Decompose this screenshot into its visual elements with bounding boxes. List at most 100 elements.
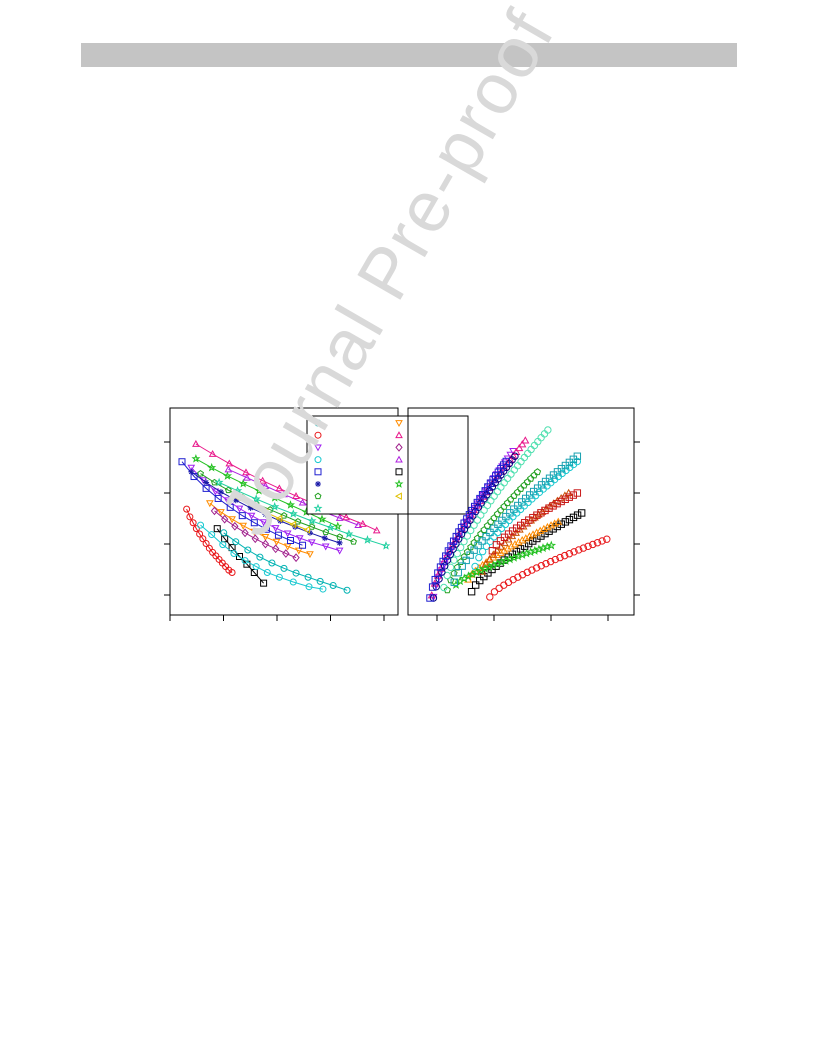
left-series-15 xyxy=(233,493,311,534)
legend-marker-6 xyxy=(395,443,403,452)
data-point xyxy=(503,499,512,507)
data-point xyxy=(303,525,311,534)
data-point xyxy=(520,542,529,550)
data-point xyxy=(478,547,487,556)
right-series-7 xyxy=(443,468,542,594)
data-point xyxy=(598,537,606,545)
left-series-6 xyxy=(210,506,300,563)
data-point xyxy=(545,504,553,512)
data-point xyxy=(528,530,538,538)
data-point xyxy=(202,539,210,547)
data-point xyxy=(487,517,495,525)
left-plot-panel xyxy=(164,407,469,621)
data-point xyxy=(208,450,217,457)
right-axis-ticks xyxy=(436,441,640,621)
data-point xyxy=(530,441,539,450)
data-point xyxy=(480,506,488,514)
legend xyxy=(306,415,469,515)
data-point xyxy=(460,519,468,527)
data-point xyxy=(541,506,549,515)
data-point xyxy=(557,497,565,506)
data-point xyxy=(280,490,288,498)
data-point xyxy=(474,541,482,550)
data-point xyxy=(450,569,458,577)
left-series-8 xyxy=(178,458,307,549)
data-point xyxy=(575,546,583,554)
data-point xyxy=(242,468,250,476)
right-series-5 xyxy=(471,457,582,571)
data-point xyxy=(573,452,582,460)
data-point xyxy=(533,511,541,519)
data-point xyxy=(191,454,201,463)
data-point xyxy=(259,519,268,527)
data-point xyxy=(223,497,232,505)
series-line xyxy=(223,532,348,591)
data-point xyxy=(504,535,513,543)
series-line xyxy=(195,458,339,527)
data-point xyxy=(354,521,363,529)
data-point xyxy=(251,534,259,544)
data-point xyxy=(493,487,502,496)
data-point xyxy=(471,502,479,511)
data-point xyxy=(565,550,574,558)
data-point xyxy=(546,540,557,550)
data-point xyxy=(457,523,466,532)
data-point xyxy=(350,538,357,545)
data-point xyxy=(192,439,200,447)
data-point xyxy=(503,474,512,483)
data-point xyxy=(219,541,227,549)
data-point xyxy=(321,543,330,551)
data-point xyxy=(241,528,249,538)
data-point xyxy=(478,490,487,499)
data-point xyxy=(261,539,270,549)
legend-marker-2 xyxy=(395,420,403,428)
legend-marker-1 xyxy=(314,419,322,427)
data-point xyxy=(468,506,476,515)
data-point xyxy=(486,593,494,601)
data-point xyxy=(542,559,550,568)
data-point xyxy=(342,513,350,521)
right-series-1 xyxy=(486,535,611,601)
data-point xyxy=(484,483,492,491)
data-point xyxy=(183,505,191,513)
data-point xyxy=(241,557,249,565)
data-point xyxy=(500,581,508,589)
data-point xyxy=(199,535,207,543)
data-point xyxy=(258,476,267,484)
data-point xyxy=(450,578,458,586)
data-point xyxy=(262,525,270,533)
data-point xyxy=(197,469,204,477)
data-point xyxy=(197,521,205,529)
data-point xyxy=(466,551,474,559)
data-point xyxy=(510,491,518,499)
data-point xyxy=(451,535,460,543)
data-point xyxy=(529,513,537,522)
legend-marker-10 xyxy=(395,468,403,476)
data-point xyxy=(261,508,269,516)
data-point xyxy=(294,547,303,555)
data-point xyxy=(476,494,484,503)
data-point xyxy=(454,568,462,577)
data-point xyxy=(492,541,501,549)
data-point xyxy=(250,528,259,536)
legend-marker-4 xyxy=(395,431,403,439)
legend-marker-8 xyxy=(395,455,403,463)
data-point xyxy=(441,562,449,570)
data-point xyxy=(199,477,208,485)
data-point xyxy=(503,544,512,552)
data-point xyxy=(532,528,541,536)
data-point xyxy=(496,548,505,556)
data-point xyxy=(537,509,545,517)
data-point xyxy=(322,528,330,536)
data-point xyxy=(289,520,297,529)
data-point xyxy=(205,500,214,508)
data-point xyxy=(214,494,222,502)
data-point xyxy=(463,515,471,523)
data-point xyxy=(471,562,479,571)
data-point xyxy=(473,498,482,507)
data-point xyxy=(544,426,552,434)
data-point xyxy=(573,489,582,497)
data-point xyxy=(520,481,528,489)
legend-marker-13 xyxy=(314,492,322,500)
series-line xyxy=(209,502,311,555)
